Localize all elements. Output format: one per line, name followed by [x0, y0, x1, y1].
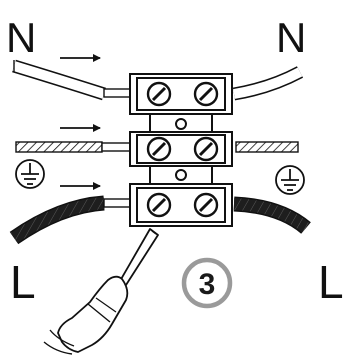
neutral-wire-right — [232, 66, 304, 101]
screw-icon — [146, 136, 172, 162]
screwdriver-icon — [43, 228, 159, 355]
earth-ground-icon — [15, 159, 45, 189]
screw-icon — [193, 192, 219, 218]
live-label-left: L — [10, 256, 36, 308]
neutral-label-left: N — [6, 14, 36, 61]
live-label-right: L — [318, 256, 344, 308]
screw-icon — [146, 192, 172, 218]
earth-wire-right — [235, 141, 299, 153]
live-wire-right — [233, 196, 311, 234]
screw-icon — [146, 81, 172, 107]
step-number: 3 — [199, 268, 216, 301]
screw-icon — [193, 136, 219, 162]
neutral-wire-left — [12, 59, 131, 101]
step-badge: 3 — [181, 257, 233, 309]
neutral-label-right: N — [276, 14, 306, 61]
earth-ground-icon — [275, 165, 305, 195]
screw-icon — [193, 81, 219, 107]
earth-wire-left — [15, 141, 131, 153]
live-wire-left — [9, 195, 131, 245]
